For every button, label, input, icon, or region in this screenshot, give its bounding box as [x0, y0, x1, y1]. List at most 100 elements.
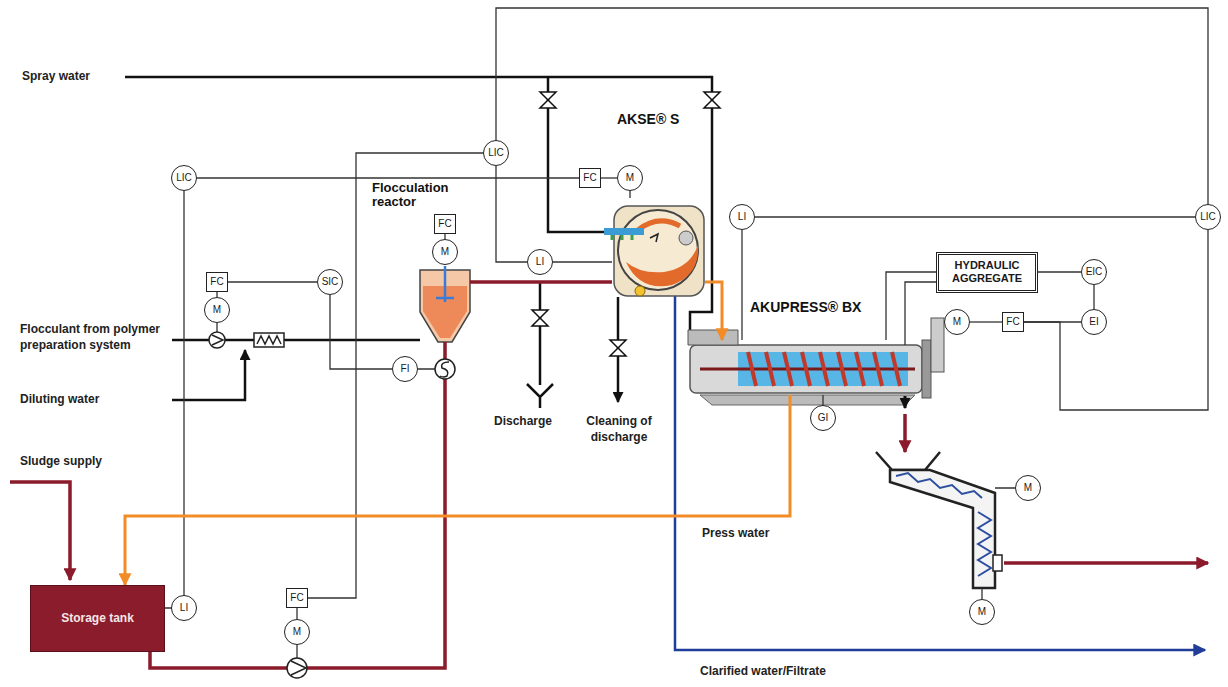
connector [755, 216, 1195, 217]
node-label: LI [738, 212, 746, 222]
cake-discharge [904, 396, 907, 408]
connector [496, 166, 527, 262]
cake-discharge [982, 488, 1015, 599]
stream-label: Sludge supply [20, 454, 102, 470]
connector [1038, 271, 1081, 272]
instrument-bubble: LI [527, 249, 553, 275]
node-label: LIC [488, 148, 504, 158]
akse-drum [626, 245, 698, 286]
node-label: GI [818, 413, 829, 423]
reactor-vessel [436, 266, 454, 302]
node-label: FC [1006, 317, 1019, 327]
static-mixer [257, 336, 281, 344]
node-label: EIC [1086, 267, 1103, 277]
connectors [125, 8, 1208, 668]
cake-discharge [896, 473, 982, 498]
instrument-bubble: LIC [483, 140, 509, 166]
instrument-bubble: M [944, 309, 970, 335]
storage-tank: Storage tank [30, 585, 165, 652]
akse-drum [614, 206, 704, 296]
akse-drum [650, 234, 658, 242]
connector [970, 321, 1002, 322]
instrument-bubble: FI [392, 356, 418, 382]
reactor-vessel [420, 266, 470, 342]
screw-press [690, 345, 922, 393]
connector [308, 153, 483, 598]
controller-box: FC [206, 272, 228, 292]
node-label: FC [210, 277, 223, 287]
connector [705, 282, 722, 340]
pump-symbol [212, 335, 223, 345]
node-label: M [1024, 483, 1032, 493]
controller-box: FC [579, 168, 601, 188]
stream-label: Flocculant from polymer preparation syst… [20, 322, 170, 353]
connector [150, 342, 445, 668]
connector [197, 177, 579, 178]
discharge-line [527, 282, 618, 408]
cake-discharge [876, 452, 940, 470]
stream-label: Spray water [22, 69, 90, 85]
node-label: LI [536, 257, 544, 267]
sludge-supply-line [10, 482, 70, 580]
stream-label: Press water [700, 526, 771, 542]
node-label: EI [1089, 317, 1098, 327]
valve-symbol [540, 92, 556, 108]
node-label: M [626, 173, 634, 183]
node-label: FI [401, 364, 410, 374]
equipment-title: AKUPRESS® BX [750, 300, 985, 315]
node-label: LI [180, 603, 188, 613]
connector [330, 295, 392, 369]
connector [228, 281, 317, 282]
connector [553, 261, 612, 262]
connector [741, 230, 742, 340]
instrument-leads [217, 323, 435, 658]
stream-label: Diluting water [20, 392, 99, 408]
spray-water-line [125, 77, 712, 330]
flocculant-line [172, 350, 245, 400]
akse-drum [635, 286, 645, 296]
valve-symbol [532, 92, 720, 356]
connector [296, 608, 297, 619]
stream-label: Clarified water/Filtrate [700, 664, 826, 680]
stream-label: Cleaning of discharge [578, 414, 660, 445]
valve-symbol [704, 92, 720, 108]
node-label: LIC [176, 173, 192, 183]
akse-drum [618, 210, 698, 290]
flocculant-line [172, 340, 420, 400]
pump-symbol [209, 332, 225, 348]
flowmeter-symbol [435, 359, 455, 379]
node-label: FC [583, 173, 596, 183]
node-label: Storage tank [61, 611, 134, 625]
screw-press [700, 395, 915, 405]
connector [822, 395, 823, 405]
stream-label: Clarified water/Filtrate [700, 664, 826, 680]
node-label: HYDRAULIC AGGREGATE [947, 259, 1027, 285]
connector [601, 177, 617, 178]
pump-symbol [291, 661, 306, 675]
node-label: M [441, 247, 449, 257]
flocculation-reactor: Flocculation reactor [420, 268, 470, 342]
akse-drum [638, 221, 680, 230]
static-mixer [254, 333, 284, 347]
node-label: M [978, 607, 986, 617]
stream-label: Spray water [22, 69, 90, 85]
cake-discharge [993, 555, 1002, 571]
screw-press [922, 340, 931, 398]
controller-box: FC [1002, 312, 1024, 332]
akse-drum [604, 228, 644, 235]
stream-label: Diluting water [20, 392, 99, 408]
spray-water-line [548, 77, 606, 232]
cake-discharge [890, 470, 995, 588]
flowmeter-symbol [435, 359, 455, 379]
discharge-line [539, 282, 542, 385]
cake-discharge [1004, 561, 1208, 565]
stream-label: Flocculant from polymer preparation syst… [20, 322, 170, 353]
discharge-line [527, 384, 553, 408]
pump-symbol [287, 658, 307, 678]
valve-symbol [532, 310, 548, 326]
cake-discharge [903, 414, 907, 452]
node-label: FC [290, 593, 303, 603]
connector [886, 272, 936, 340]
